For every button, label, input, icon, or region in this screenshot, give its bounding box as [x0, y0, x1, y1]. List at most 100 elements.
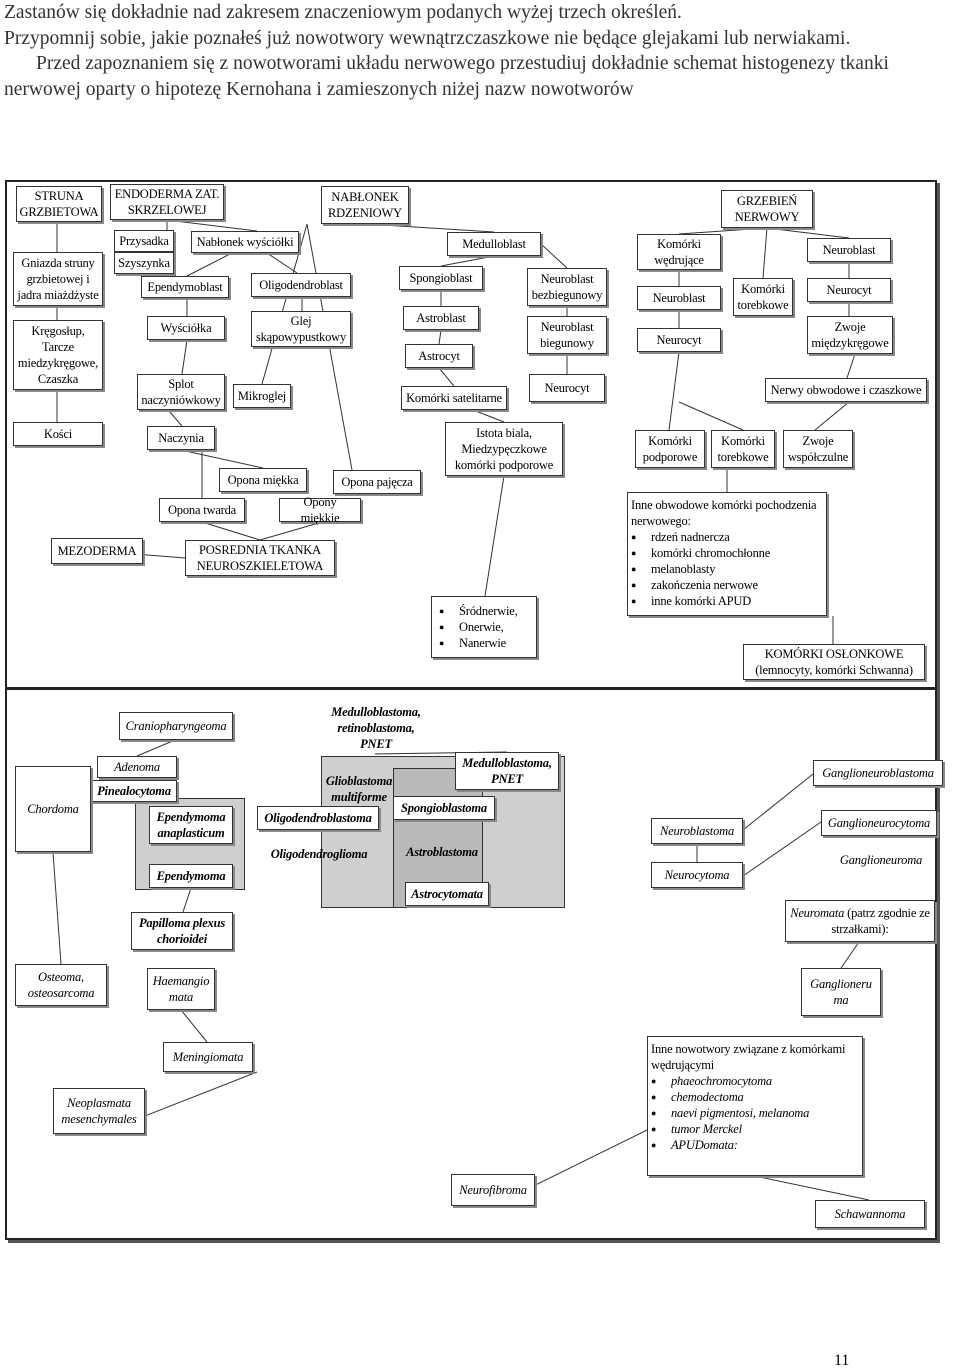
zwoje-wspolczulne-box: Zwoje współczulne [783, 430, 853, 468]
komorki-torebkowe-g-box: Komórki torebkowe [733, 278, 793, 316]
grzebien-header: GRZEBIEŃ NERWOWY [721, 190, 813, 228]
inne-obwodowe-item: inne komórki APUD [631, 593, 770, 609]
ganglioneuroma-label: Ganglioneuroma [839, 853, 923, 867]
neurocyt-w-box: Neurocyt [637, 328, 721, 352]
connector-line [742, 821, 822, 877]
komorki-podporowe-box: Komórki podporowe [635, 430, 705, 468]
nerwy-obwodowe-box: Nerwy obwodowe i czaszkowe [765, 378, 927, 402]
srodnerwie-item: Śródnerwie, [439, 603, 518, 619]
komorki-oslonkowe-box: KOMÓRKI OSŁONKOWE (lemnocyty, komórki Sc… [743, 644, 925, 680]
connector-line [266, 252, 298, 274]
spongioblastoma-box: Spongioblastoma [393, 796, 495, 820]
connector-line [180, 449, 264, 469]
astrocyt-box: Astrocyt [405, 344, 473, 368]
medulloblastoma-retino-label: Medulloblastoma, retinoblastoma, PNET [331, 705, 421, 751]
neuromata-box: Neuromata (patrz zgodnie ze strzałkami): [785, 900, 935, 942]
inne-obwodowe-item: zakończenia nerwowe [631, 577, 770, 593]
inne-obwodowe-item: rdzeń nadnercza [631, 529, 770, 545]
connector-line [261, 223, 308, 385]
neurofibroma-box: Neurofibroma [451, 1174, 535, 1206]
nablonek-wysciolki-box: Nabłonek wyściółki [191, 231, 299, 253]
papilloma-box: Papilloma plexus chorioidei [131, 912, 233, 950]
intro-line-2: Przypomnij sobie, jakie poznałeś już now… [4, 27, 851, 49]
connector-line [186, 252, 233, 277]
connector-line [814, 401, 850, 431]
connector-line [668, 351, 680, 431]
mezoderma-box: MEZODERMA [51, 538, 143, 564]
astroblastoma-label: Astroblastoma [406, 845, 478, 859]
pinealocytoma-box: Pinealocytoma [91, 780, 177, 802]
endoderma-header: ENDODERMA ZAT. SKRZELOWEJ [110, 184, 224, 220]
inne-nowotwory-item: APUDomata: [651, 1137, 809, 1153]
connector-line [259, 521, 323, 541]
connector-line [754, 1175, 870, 1201]
connector-line [306, 223, 353, 471]
oligodendroblast-box: Oligodendroblast [251, 273, 351, 297]
schawannoma-box: Schawannoma [815, 1200, 925, 1228]
opona-twarda-box: Opona twarda [159, 498, 245, 522]
neuromata-italic: Neuromata [790, 906, 845, 920]
neuroblast-bezbiegunowy-box: Neuroblast bezbiegunowy [527, 268, 607, 306]
osteoma-box: Osteoma, osteosarcoma [15, 964, 107, 1006]
connector-line [180, 1009, 208, 1043]
neurocyt-a-box: Neurocyt [529, 374, 605, 402]
neoplasmata-box: Neoplasmata mesenchymales [53, 1088, 145, 1134]
inne-nowotwory-item: naevi pigmentosi, melanoma [651, 1105, 809, 1121]
neurocyt-g-box: Neurocyt [807, 278, 891, 302]
connector-line [678, 401, 744, 431]
neuromata-note: (patrz zgodnie ze strzałkami): [831, 906, 930, 936]
zwoje-miedzykregowe-box: Zwoje międzykręgowe [807, 316, 893, 354]
histogenesis-connectors [56, 219, 856, 644]
inne-nowotwory-item: phaeochromocytoma [651, 1073, 809, 1089]
haemangiomata-box: Haemangio mata [147, 968, 215, 1010]
posrednia-box: POSREDNIA TKANKA NEUROSZKIELETOWA [185, 540, 335, 576]
connector-line [166, 219, 258, 232]
intro-text: Zastanów się dokładnie nad zakresem znac… [4, 0, 956, 102]
connector-line [136, 739, 176, 757]
connector-line [840, 941, 860, 969]
medulloblastoma-pnet-box: Medulloblastoma, PNET [455, 752, 559, 790]
medulloblast-box: Medulloblast [447, 232, 541, 256]
neuroblastoma-box: Neuroblastoma [651, 818, 743, 844]
astroblast-box: Astroblast [403, 306, 479, 330]
tumor-diagram: Craniopharyngeoma Adenoma Pinealocytoma … [5, 688, 943, 1240]
ganglioneurocytoma-box: Ganglioneurocytoma [821, 810, 937, 836]
meningiomata-box: Meningiomata [163, 1042, 253, 1072]
srodnerwie-box: Śródnerwie, Onerwie, Nanerwie [431, 596, 537, 658]
connector-line [484, 475, 505, 597]
neuroblast-g-box: Neuroblast [807, 238, 891, 262]
ganglioneuroblastoma-box: Ganglioneuroblastoma [813, 760, 943, 786]
struna-header: STRUNA GRZBIETOWA [16, 186, 102, 222]
connector-line [52, 851, 62, 965]
connector-line [440, 255, 495, 267]
histogenesis-diagram: STRUNA GRZBIETOWA ENDODERMA ZAT. SKRZELO… [5, 180, 937, 689]
opony-miekkie-box: Opony miękkie [279, 495, 361, 525]
inne-obwodowe-item: melanoblasty [631, 561, 770, 577]
wysciolka-box: Wyściółka [147, 316, 225, 340]
adenoma-box: Adenoma [97, 756, 177, 778]
connector-line [846, 353, 856, 379]
istota-biala-box: Istota biala, Miedzypęczkowe komórki pod… [445, 422, 563, 476]
page-number: 11 [834, 1352, 850, 1369]
opona-miekka-box: Opona miękka [219, 468, 307, 492]
komorki-torebkowe-2-box: Komórki torebkowe [711, 430, 775, 468]
kregoslup-box: Kręgosłup, Tarcze miedzykręgowe, Czaszka [13, 320, 103, 390]
spongioblast-box: Spongioblast [399, 266, 483, 290]
connector-line [182, 887, 192, 913]
oligodendroblastoma-box: Oligodendroblastoma [257, 806, 379, 830]
inne-nowotwory-item: chemodectoma [651, 1089, 809, 1105]
opona-pajecza-box: Opona pajęcza [333, 470, 421, 494]
neuroblast-biegunowy-box: Neuroblast biegunowy [527, 316, 607, 354]
connector-line [181, 339, 188, 375]
connector-line [438, 367, 455, 387]
connector-line [762, 227, 768, 279]
connector-line [678, 227, 768, 235]
connector-line [540, 243, 568, 269]
gniazda-box: Gniazda struny grzbietowej i jadra miażd… [13, 252, 103, 306]
inne-nowotwory-box: Inne nowotwory związane z komórkami wędr… [647, 1036, 863, 1176]
ganglioneuroma-2-box: Ganglioneru ma [801, 968, 881, 1016]
chordoma-box: Chordoma [15, 766, 91, 852]
glioblastoma-label: Glioblastoma multiforme [325, 774, 393, 804]
intro-line-3: Przed zapoznaniem się z nowotworami ukła… [4, 53, 889, 100]
mikroglej-box: Mikroglej [233, 384, 291, 408]
